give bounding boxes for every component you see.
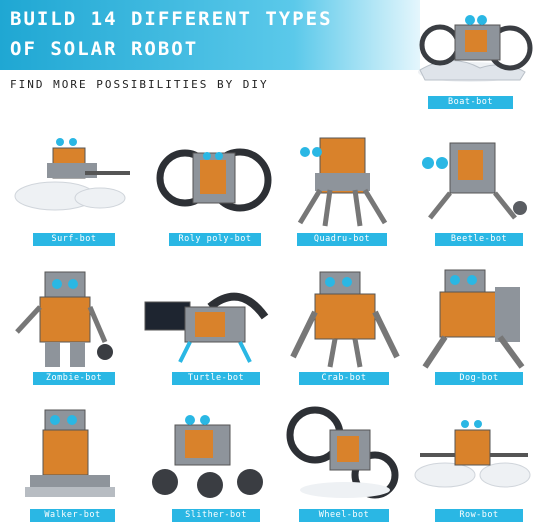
title-line-1: BUILD 14 DIFFERENT TYPES <box>10 8 333 30</box>
robot-card-wheel: Wheel-bot <box>285 400 405 527</box>
surf-bot-image <box>14 138 130 211</box>
robot-card-walker: Walker-bot <box>5 400 135 527</box>
title-banner: BUILD 14 DIFFERENT TYPES OF SOLAR ROBOT <box>0 0 420 70</box>
label-wheel-bot: Wheel-bot <box>299 509 389 522</box>
zombie-bot-image <box>15 271 113 367</box>
label-walker-bot: Walker-bot <box>30 509 115 522</box>
row-bot-image <box>414 420 531 488</box>
turtle-bot-image <box>144 292 269 363</box>
slither-bot-image <box>152 415 263 498</box>
label-roly-poly-bot: Roly poly-bot <box>169 233 261 246</box>
label-zombie-bot: Zombie-bot <box>33 372 115 385</box>
wheel-bot-image <box>286 406 399 499</box>
label-row-bot: Row-bot <box>435 509 523 522</box>
subtitle: FIND MORE POSSIBILITIES BY DIY <box>10 78 269 91</box>
robot-card-turtle: Turtle-bot <box>140 262 280 390</box>
robot-card-roly-poly: Roly poly-bot <box>155 118 275 250</box>
robot-card-zombie: Zombie-bot <box>5 262 135 390</box>
label-slither-bot: Slither-bot <box>172 509 260 522</box>
label-crab-bot: Crab-bot <box>299 372 389 385</box>
robot-card-beetle: Beetle-bot <box>410 128 533 250</box>
roly-poly-bot-image <box>156 148 272 212</box>
walker-bot-image <box>25 409 115 497</box>
robot-card-slither: Slither-bot <box>140 400 280 527</box>
label-dog-bot: Dog-bot <box>435 372 523 385</box>
label-turtle-bot: Turtle-bot <box>172 372 260 385</box>
robot-card-surf: Surf-bot <box>5 118 135 250</box>
beetle-bot-image <box>422 142 527 220</box>
dog-bot-image <box>422 269 525 369</box>
crab-bot-image <box>290 271 400 368</box>
label-quadru-bot: Quadru-bot <box>297 233 387 246</box>
quadru-bot-image <box>297 137 388 227</box>
title-line-2: OF SOLAR ROBOT <box>10 38 199 60</box>
label-surf-bot: Surf-bot <box>33 233 115 246</box>
label-beetle-bot: Beetle-bot <box>435 233 523 246</box>
robot-card-row: Row-bot <box>410 400 533 527</box>
robot-card-dog: Dog-bot <box>410 262 533 390</box>
robot-card-boat: Boat-bot <box>410 0 533 110</box>
robot-card-crab: Crab-bot <box>285 262 405 390</box>
robot-card-quadru: Quadru-bot <box>285 118 400 250</box>
label-boat-bot: Boat-bot <box>428 96 513 109</box>
boat-bot-image <box>418 15 533 82</box>
